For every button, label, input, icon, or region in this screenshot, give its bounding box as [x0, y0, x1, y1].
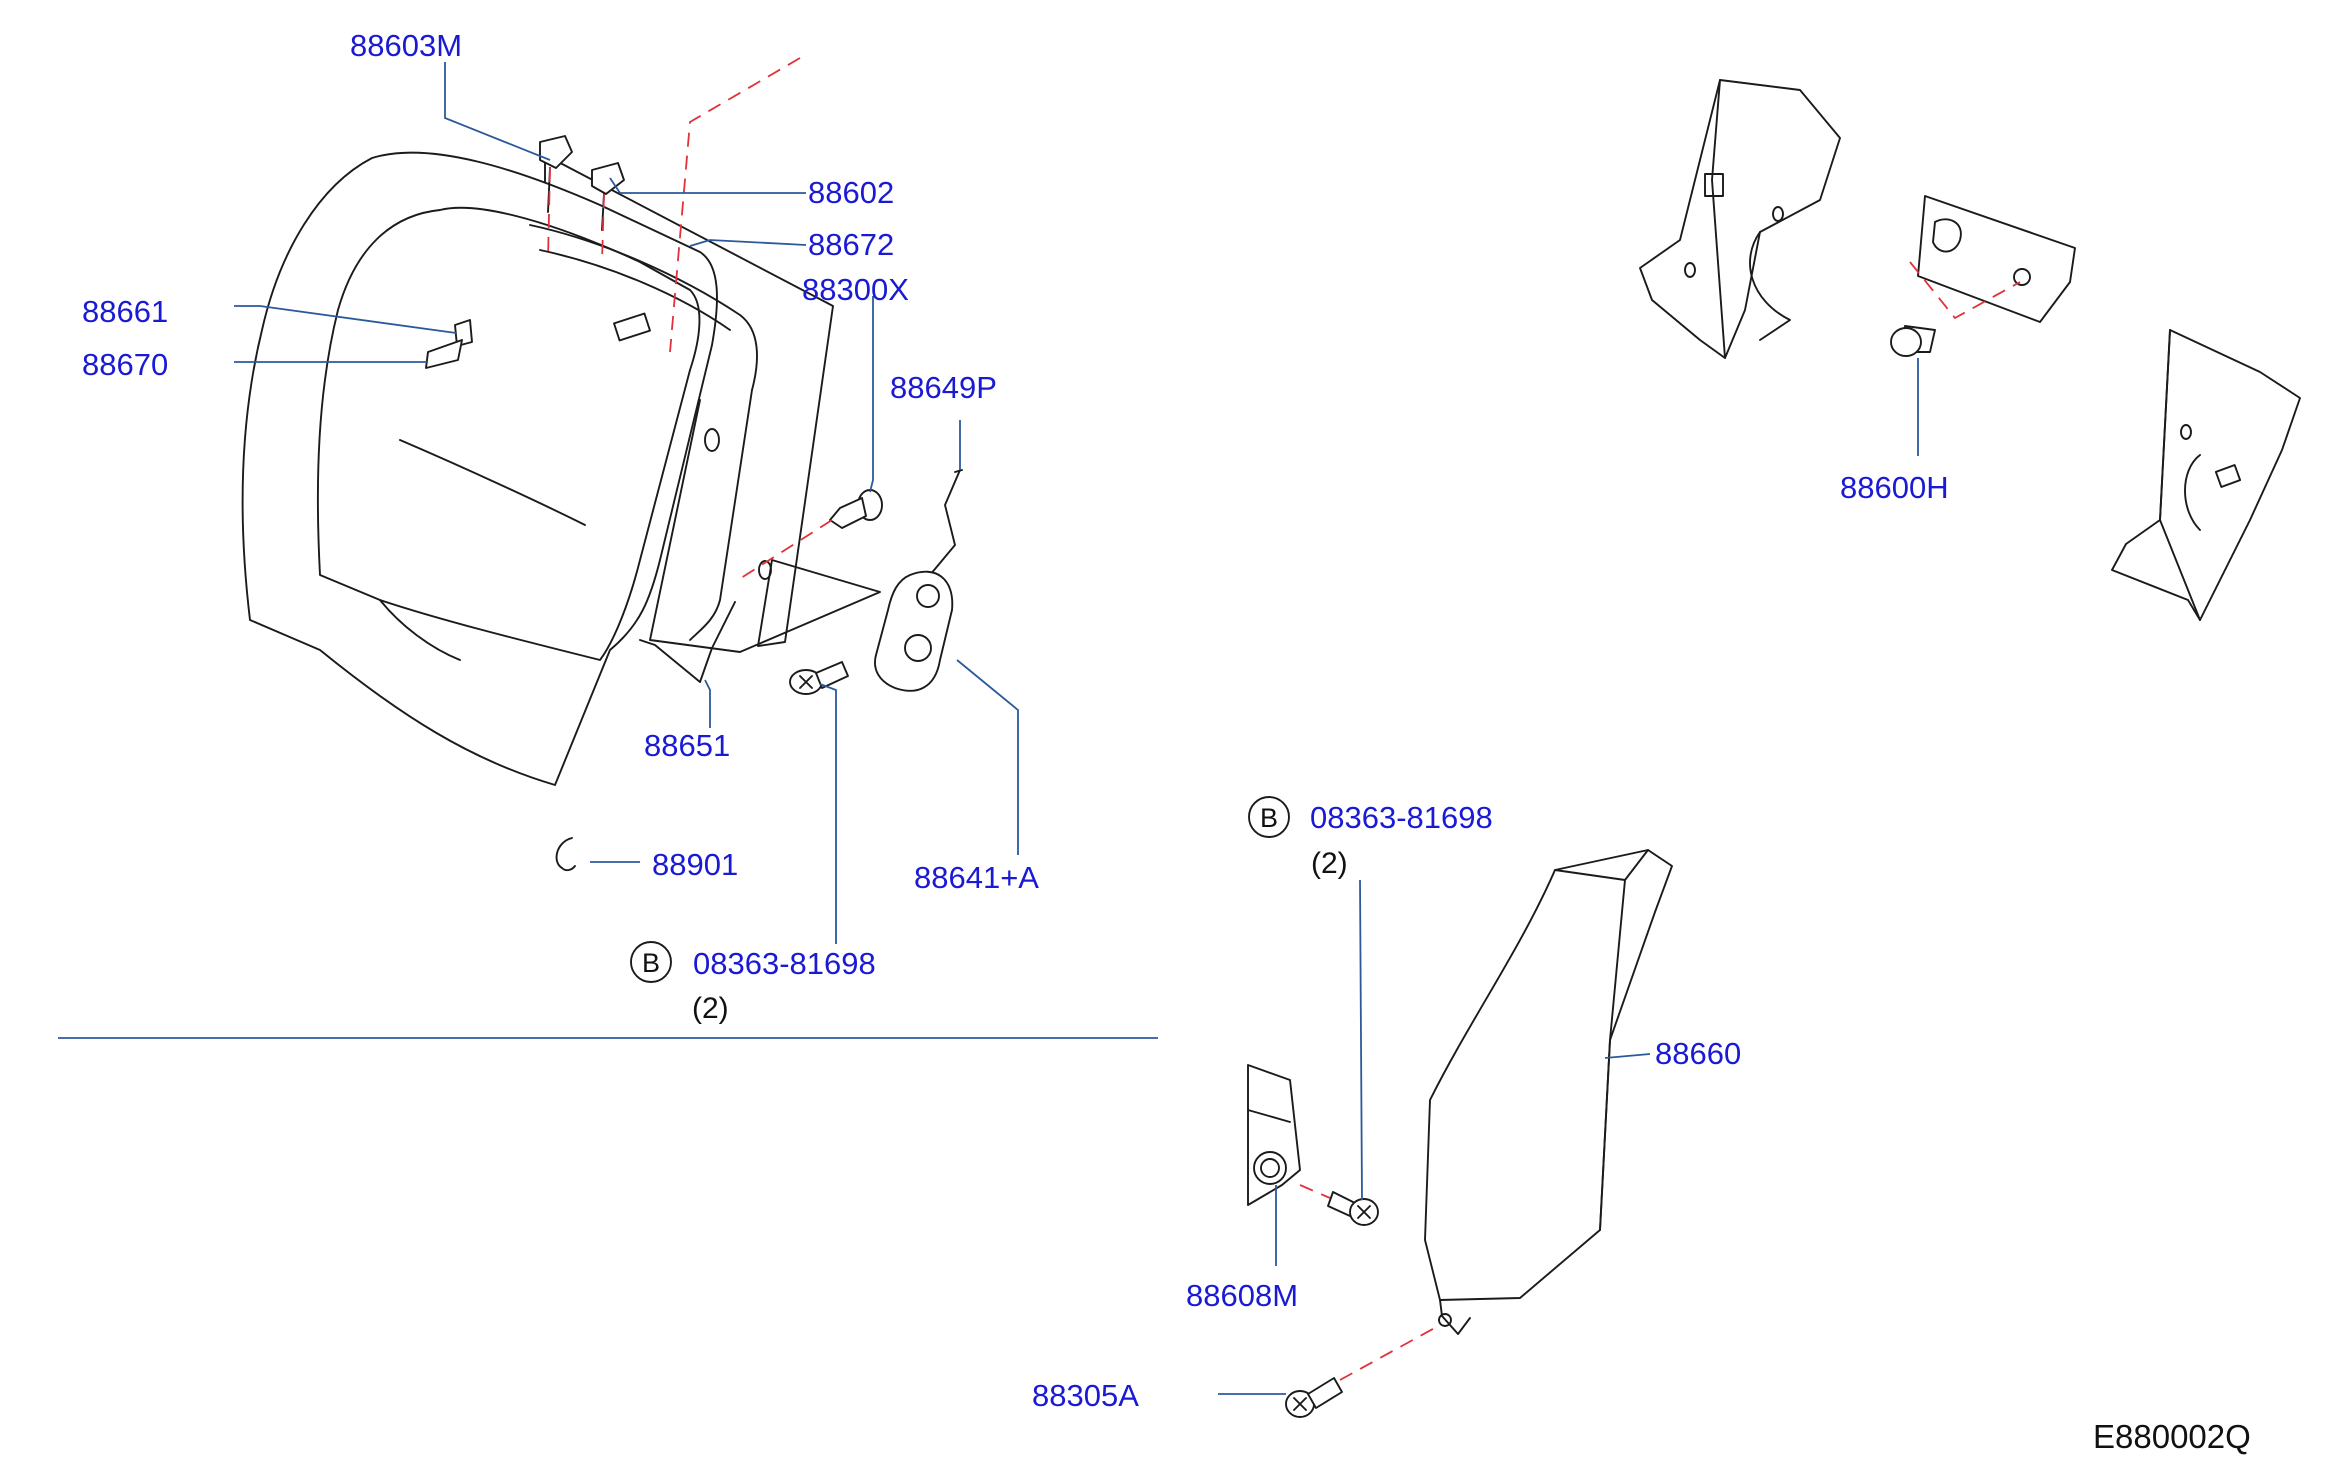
- label-88602: 88602: [808, 175, 894, 210]
- badge-letter-left: B: [642, 948, 660, 978]
- label-08363-right: 08363-81698: [1310, 800, 1493, 835]
- ring-88901: [555, 837, 576, 872]
- callout-badge-left: B: [630, 941, 672, 983]
- label-88670: 88670: [82, 347, 168, 382]
- seat-frame-inner: [539, 249, 731, 331]
- label-88600H: 88600H: [1840, 470, 1949, 505]
- qty-right: (2): [1311, 847, 1348, 880]
- assembly-dash-88305A: [1339, 1324, 1441, 1381]
- assembly-dashes-left: [547, 57, 833, 581]
- clip-88600H: [1890, 325, 1936, 357]
- label-88651: 88651: [644, 728, 730, 763]
- frame-slot: [613, 312, 651, 342]
- assembly-dash-right-bolt: [1299, 1184, 1331, 1199]
- seat-frame: [529, 224, 758, 641]
- wire-88651: [639, 601, 736, 683]
- label-88641A: 88641+A: [914, 860, 1039, 895]
- label-88305A: 88305A: [1032, 1378, 1139, 1413]
- clip-88300X: [829, 489, 883, 529]
- seat-seam-upper: [399, 439, 586, 526]
- label-88608M: 88608M: [1186, 1278, 1298, 1313]
- side-finisher-88660: [1424, 849, 1673, 1335]
- label-88603M: 88603M: [350, 28, 462, 63]
- qty-left: (2): [692, 992, 729, 1025]
- leader-lines: [234, 62, 1919, 1395]
- assembly-dash-88600H: [1909, 261, 2021, 320]
- bolt-08363-right: [1327, 1191, 1379, 1226]
- callout-badge-right: B: [1248, 796, 1290, 838]
- label-88660: 88660: [1655, 1036, 1741, 1071]
- bolt-08363-left: [789, 661, 849, 695]
- seat-back-cushion: [241, 151, 718, 786]
- label-88661: 88661: [82, 294, 168, 329]
- seat-lock-88641A: [874, 469, 963, 692]
- diagram-code: E880002Q: [2093, 1418, 2251, 1455]
- badge-letter-right: B: [1260, 803, 1278, 833]
- side-bracket-right: [2111, 329, 2301, 621]
- seat-seam-lower: [379, 599, 461, 661]
- headrest-guide-88603M: [539, 135, 573, 169]
- side-bracket-plate: [1917, 195, 2076, 323]
- label-88901: 88901: [652, 847, 738, 882]
- tag-88661: [454, 319, 473, 347]
- label-88649P: 88649P: [890, 370, 997, 405]
- bracket-88608M: [1247, 1064, 1301, 1206]
- side-bracket-left: [1639, 79, 1841, 359]
- label-88300X: 88300X: [802, 272, 909, 307]
- bolt-88305A: [1285, 1377, 1343, 1418]
- label-08363-left: 08363-81698: [693, 946, 876, 981]
- rod-88649P-tip: [954, 469, 963, 473]
- frame-hole-2: [758, 560, 772, 580]
- rod-88649P: [929, 469, 961, 576]
- headrest-guide-88602: [591, 162, 625, 195]
- label-88672: 88672: [808, 227, 894, 262]
- seat-back-assembly: [241, 135, 881, 786]
- frame-hole-1: [704, 428, 720, 452]
